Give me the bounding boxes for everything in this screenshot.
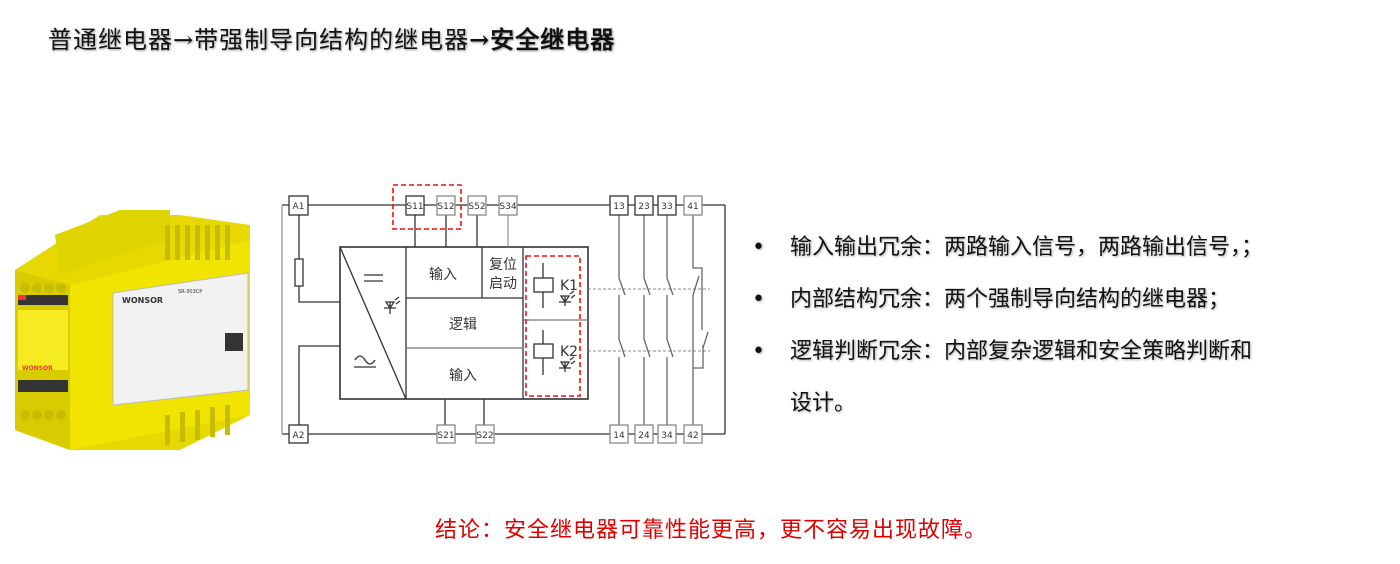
block-input-bottom: 输入 <box>449 368 477 384</box>
terminal-34: 34 <box>661 431 673 441</box>
terminal-s21: S21 <box>437 431 454 441</box>
terminal-23: 23 <box>638 202 649 212</box>
bullet-text: 内部结构冗余：两个强制导向结构的继电器； <box>790 287 1231 312</box>
terminal-33: 33 <box>661 202 672 212</box>
bullet-text: 输入输出冗余：两路输入信号，两路输出信号，； <box>790 235 1264 260</box>
terminal-14: 14 <box>613 431 625 441</box>
svg-text:WONSOR: WONSOR <box>22 365 53 372</box>
block-start-label: 启动 <box>489 276 517 292</box>
block-reset-label: 复位 <box>489 256 517 273</box>
relay-k2-label: K2 <box>560 344 578 360</box>
bullet-item: • 逻辑判断冗余：内部复杂逻辑和安全策略判断和 <box>752 326 1263 378</box>
bullet-dot: • <box>752 235 765 260</box>
terminal-s12: S12 <box>437 202 454 212</box>
terminal-24: 24 <box>638 431 650 441</box>
block-input-top: 输入 <box>429 267 457 283</box>
terminal-s52: S52 <box>468 202 485 212</box>
terminal-s22: S22 <box>476 431 493 441</box>
block-logic: 逻辑 <box>449 317 477 333</box>
terminal-42: 42 <box>687 431 698 441</box>
product-model: SR-303CP <box>178 289 202 295</box>
terminal-a1: A1 <box>293 202 305 212</box>
circuit-diagram: A1 S11 S12 S52 S34 13 23 33 41 A2 S21 S2… <box>281 184 726 444</box>
conclusion-text: 结论：安全继电器可靠性能更高，更不容易出现故障。 <box>434 518 987 543</box>
title-bold: →安全继电器 <box>469 25 616 54</box>
redundancy-bullet-list: • 输入输出冗余：两路输入信号，两路输出信号，； • 内部结构冗余：两个强制导向结构… <box>752 222 1263 430</box>
bullet-dot: • <box>752 339 765 364</box>
terminal-41: 41 <box>687 202 698 212</box>
terminal-s11: S11 <box>406 202 423 212</box>
terminal-13: 13 <box>613 202 624 212</box>
bullet-continuation: 设计。 <box>790 391 857 416</box>
product-brand: WONSOR <box>122 296 163 305</box>
slide-title: 普通继电器→带强制导向结构的继电器→安全继电器 <box>48 20 615 55</box>
terminal-s34: S34 <box>499 202 516 212</box>
relay-k1-label: K1 <box>560 278 578 294</box>
safety-relay-product-image: WONSOR SR-303CP WONSOR <box>15 210 250 450</box>
bullet-dot: • <box>752 287 765 312</box>
title-normal: 普通继电器→带强制导向结构的继电器 <box>48 26 470 54</box>
bullet-text: 逻辑判断冗余：内部复杂逻辑和安全策略判断和 <box>790 339 1253 364</box>
bullet-item: • 内部结构冗余：两个强制导向结构的继电器； <box>752 274 1263 326</box>
bullet-item: • 输入输出冗余：两路输入信号，两路输出信号，； <box>752 222 1263 274</box>
terminal-a2: A2 <box>293 431 305 441</box>
